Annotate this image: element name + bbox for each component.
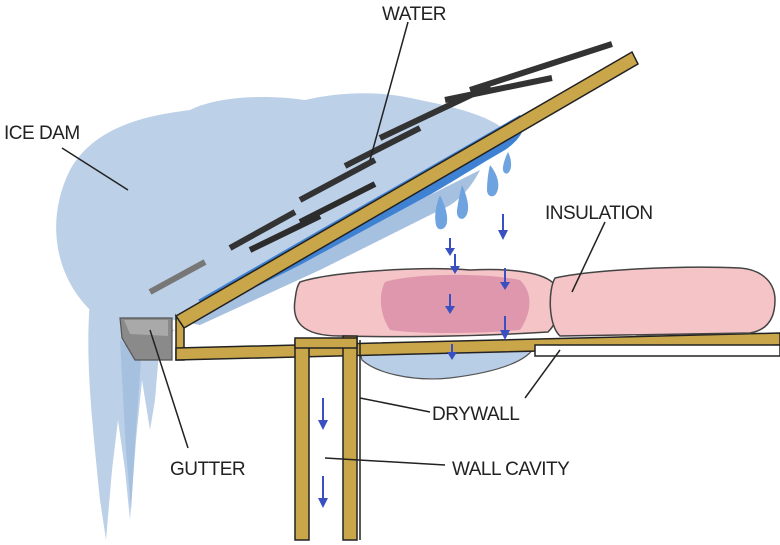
leader-ice-dam xyxy=(61,147,129,191)
insulation-wet xyxy=(380,274,530,333)
arrow-down-icon xyxy=(498,214,508,240)
leader-wall-cavity xyxy=(324,457,446,466)
joist-top xyxy=(175,332,780,361)
wall-stud-right xyxy=(342,335,358,541)
arrow-down-icon xyxy=(318,398,328,430)
insulation-batt-right xyxy=(549,266,776,337)
leak-arrows xyxy=(318,214,510,508)
leader-drywall-2 xyxy=(524,349,561,399)
leader-gutter xyxy=(149,329,189,449)
drywall xyxy=(534,344,780,357)
arrow-down-icon xyxy=(500,268,510,290)
leader-insulation xyxy=(571,221,606,293)
leader-water xyxy=(369,21,409,161)
leader-drywall xyxy=(359,397,431,413)
ice-dam-body xyxy=(56,93,515,330)
wall xyxy=(294,335,361,541)
arrow-down-icon xyxy=(445,238,455,256)
insulation xyxy=(293,266,776,338)
water-drips xyxy=(435,152,512,230)
labels: WATER ICE DAM INSULATION DRYWALL GUTTER … xyxy=(4,4,653,480)
label-ice-dam: ICE DAM xyxy=(4,123,80,144)
ceiling-joist xyxy=(175,332,780,361)
gutter-ice xyxy=(124,320,168,336)
gutter xyxy=(119,317,173,361)
arrow-down-icon xyxy=(450,254,460,274)
roof xyxy=(174,50,639,361)
arrow-down-icon xyxy=(447,344,457,360)
shingles xyxy=(148,41,613,295)
label-drywall: DRYWALL xyxy=(432,404,519,425)
label-wall-cavity: WALL CAVITY xyxy=(452,459,570,480)
arrow-down-icon xyxy=(445,294,455,314)
wall-top-plate xyxy=(294,337,358,349)
arrow-down-icon xyxy=(318,476,328,508)
icicles-shadow xyxy=(120,340,141,510)
wall-stud-left xyxy=(294,339,310,541)
label-insulation: INSULATION xyxy=(545,203,653,224)
label-gutter: GUTTER xyxy=(170,459,245,480)
leader-lines xyxy=(61,21,606,466)
label-water: WATER xyxy=(382,4,446,25)
arrow-down-icon xyxy=(500,316,510,340)
